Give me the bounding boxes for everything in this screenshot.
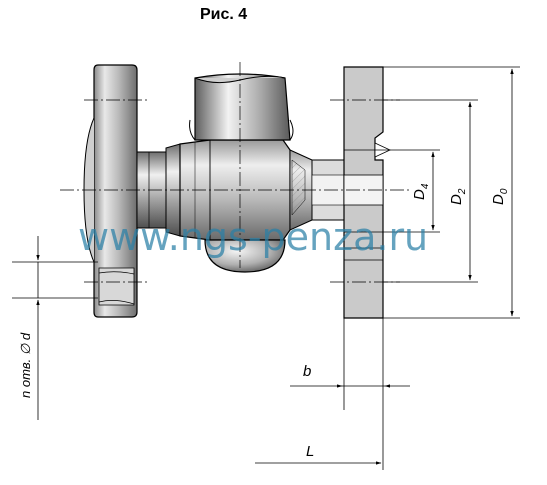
watermark-text: www.ngs-penza.ru — [78, 215, 428, 259]
right-flange — [343, 66, 391, 319]
dim-D4-main: D — [411, 189, 428, 200]
bottom-sphere — [204, 239, 286, 273]
center-lines — [60, 62, 410, 283]
dim-label-b: b — [303, 363, 311, 380]
dimension-lines — [12, 66, 520, 470]
dim-D4-sub: 4 — [420, 183, 431, 189]
holes-text: n отв. ∅ d — [18, 332, 33, 398]
figure-title: Рис. 4 — [200, 6, 248, 23]
svg-text:D2: D2 — [448, 188, 468, 205]
dim-label-D4: D4 — [411, 183, 431, 200]
dim-D0-sub: 0 — [499, 188, 510, 194]
left-flange — [83, 64, 138, 318]
dim-D2-sub: 2 — [457, 188, 468, 195]
dim-label-D2: D2 — [448, 188, 468, 205]
dim-D2-main: D — [448, 194, 465, 205]
dim-D0-main: D — [490, 194, 507, 205]
dim-label-L: L — [306, 443, 314, 460]
dim-label-holes: n отв. ∅ d — [18, 332, 33, 398]
svg-text:D4: D4 — [411, 183, 431, 200]
svg-text:D0: D0 — [490, 188, 510, 205]
top-nozzle — [189, 73, 294, 141]
dim-label-D0: D0 — [490, 188, 510, 205]
